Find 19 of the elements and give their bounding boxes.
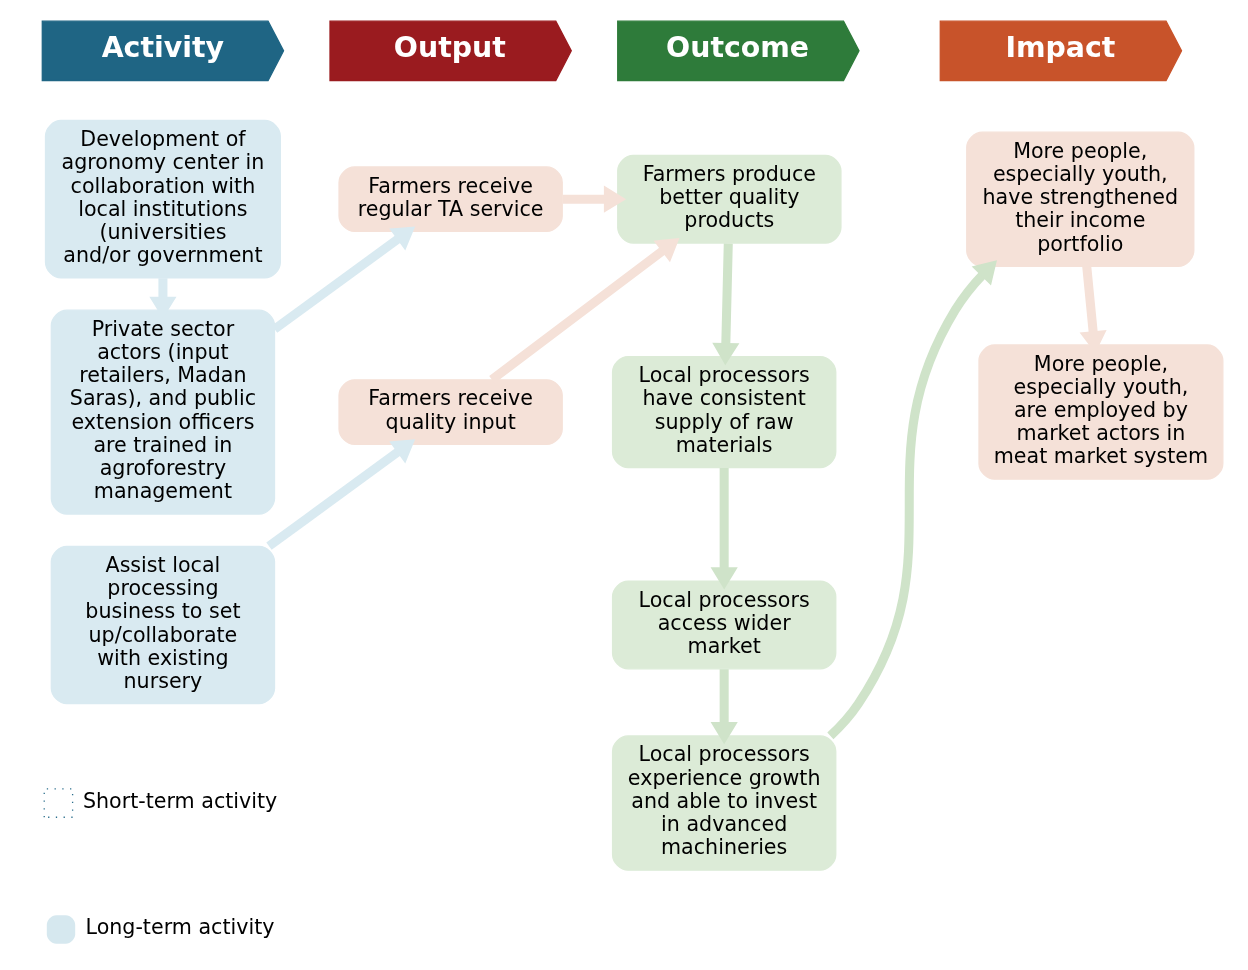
node-box: Local processors experience growth and able to invest in advanced machineries bbox=[611, 735, 836, 871]
node-box: More people, especially youth, are employed by market actors in meat market system bbox=[977, 344, 1223, 480]
node-box: Farmers produce better quality products bbox=[616, 154, 842, 244]
node-box: Local processors access wider market bbox=[611, 580, 836, 670]
arrow bbox=[826, 260, 997, 740]
arrow bbox=[710, 468, 738, 590]
node-box: Farmers receive quality input bbox=[337, 379, 563, 445]
node-box: Private sector actors (input retailers, Madan Saras), and public extension officers are trained in agroforestry management bbox=[50, 309, 275, 515]
arrow bbox=[562, 185, 626, 213]
node-box: Local processors have consistent supply of raw materials bbox=[611, 355, 836, 469]
node-box: Farmers receive regular TA service bbox=[337, 166, 563, 233]
arrow bbox=[265, 439, 415, 550]
node-box: Development of agronomy center in collaboration with local institutions (universities and/or government bbox=[44, 119, 281, 279]
arrow bbox=[711, 243, 739, 366]
node-box: Assist local processing business to set up/collaborate with existing nursery bbox=[50, 545, 275, 705]
legend-label: Short-term activity bbox=[82, 788, 277, 813]
node-box: More people, especially youth, have strengthened their income portfolio bbox=[965, 131, 1194, 267]
legend-label: Long-term activity bbox=[85, 915, 274, 940]
arrow bbox=[710, 669, 738, 745]
